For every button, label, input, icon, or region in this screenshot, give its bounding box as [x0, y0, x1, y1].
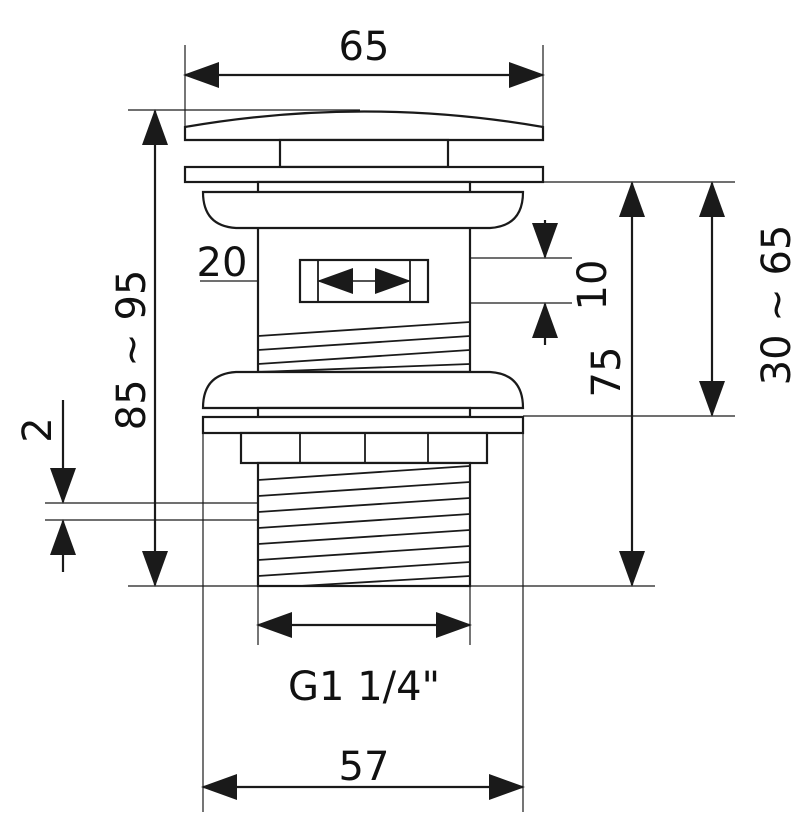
dim-cap-width: 65 — [339, 24, 390, 70]
dim-overflow-height: 10 — [570, 260, 616, 311]
dim-adjustable-range: 30 ~ 65 — [754, 225, 800, 386]
gasket — [256, 406, 472, 419]
dimension-arrows — [50, 62, 725, 800]
cap — [183, 110, 545, 142]
upper-threads — [257, 321, 471, 373]
lower-body — [256, 461, 472, 588]
lower-threads — [257, 465, 471, 587]
top-flange — [183, 165, 545, 184]
dim-thread-size: G1 1/4" — [288, 664, 440, 710]
lock-nut — [239, 431, 489, 465]
cap-stem — [278, 138, 450, 169]
dim-overflow-width: 20 — [197, 240, 248, 286]
upper-washer — [201, 190, 525, 230]
dim-total-height: 85 ~ 95 — [109, 270, 155, 431]
dim-body-length: 75 — [584, 347, 630, 398]
base-plate — [201, 415, 525, 435]
dim-flange-width: 57 — [339, 744, 390, 790]
lower-washer — [201, 370, 525, 410]
dim-thread-pitch: 2 — [15, 417, 61, 442]
waste-assembly — [183, 110, 545, 588]
